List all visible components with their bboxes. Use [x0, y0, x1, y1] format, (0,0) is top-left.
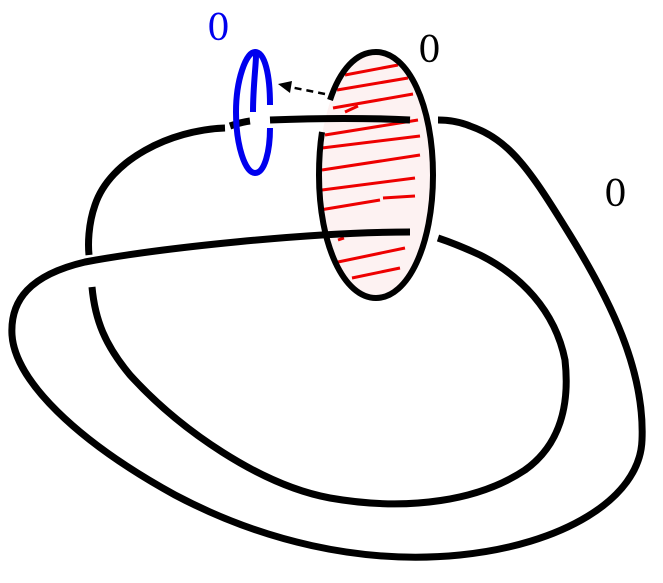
slide-arrow-shaft: [289, 85, 326, 96]
knot-top-strand-left: [228, 117, 251, 130]
slide-arrow-head: [278, 81, 292, 93]
disk-boundary-upper-left: [327, 49, 377, 101]
knot: [8, 115, 646, 561]
knot-upper-arc: [85, 124, 226, 256]
disk-boundary-ellipse: [315, 49, 437, 302]
knot-framing-label: 0: [604, 174, 627, 215]
knot-lower-strand: [8, 116, 646, 561]
blue-circle: [232, 48, 273, 177]
disk-boundary: [315, 49, 437, 302]
blue-circle-front: [232, 48, 273, 177]
blue-circle-back: [254, 49, 273, 106]
slide-arrow: [278, 81, 326, 96]
knot-lower-left-arc: [88, 234, 570, 508]
knot-top-strand-right: [269, 115, 411, 124]
blue-framing-label: 0: [207, 8, 230, 49]
disk-framing-label: 0: [418, 30, 441, 71]
disk-hatching: [319, 63, 421, 280]
